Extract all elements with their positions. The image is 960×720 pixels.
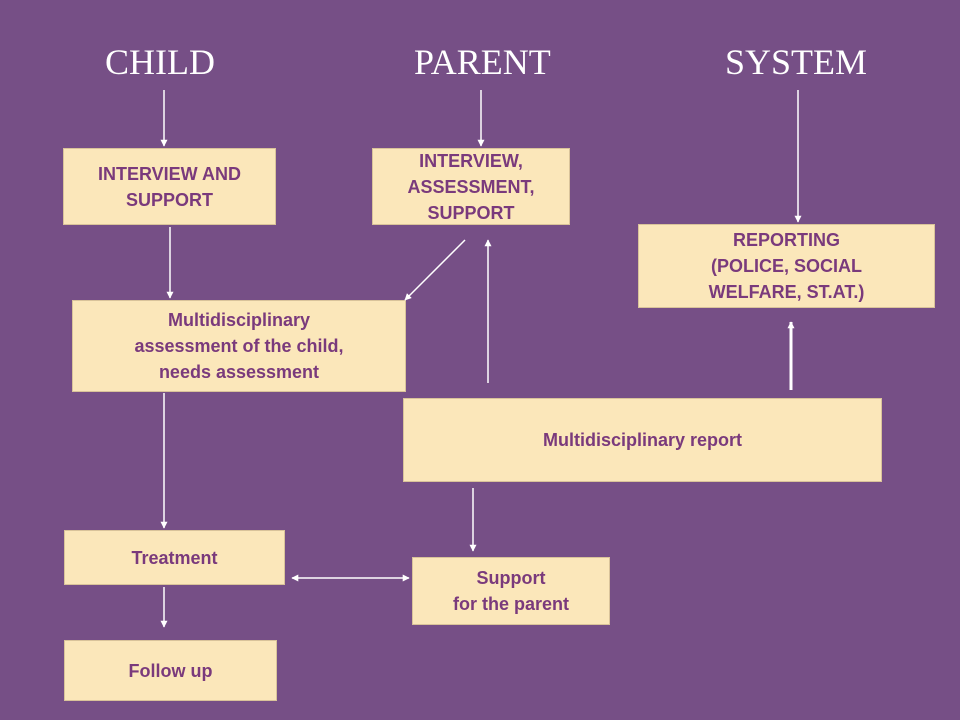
arrow-parent-interview-to-assessment bbox=[404, 239, 466, 301]
header-system: SYSTEM bbox=[725, 42, 868, 82]
support-for-parent-box: Support for the parent bbox=[412, 557, 610, 625]
treatment-box: Treatment bbox=[64, 530, 285, 585]
multidisciplinary-report-box: Multidisciplinary report bbox=[403, 398, 882, 482]
multidisciplinary-assessment-box: Multidisciplinary assessment of the chil… bbox=[72, 300, 406, 392]
header-child: CHILD bbox=[105, 42, 215, 82]
interview-and-support-box: INTERVIEW AND SUPPORT bbox=[63, 148, 276, 225]
header-parent: PARENT bbox=[414, 42, 551, 82]
follow-up-box: Follow up bbox=[64, 640, 277, 701]
reporting-box: REPORTING (POLICE, SOCIAL WELFARE, ST.AT… bbox=[638, 224, 935, 308]
interview-assessment-support-box: INTERVIEW, ASSESSMENT, SUPPORT bbox=[372, 148, 570, 225]
